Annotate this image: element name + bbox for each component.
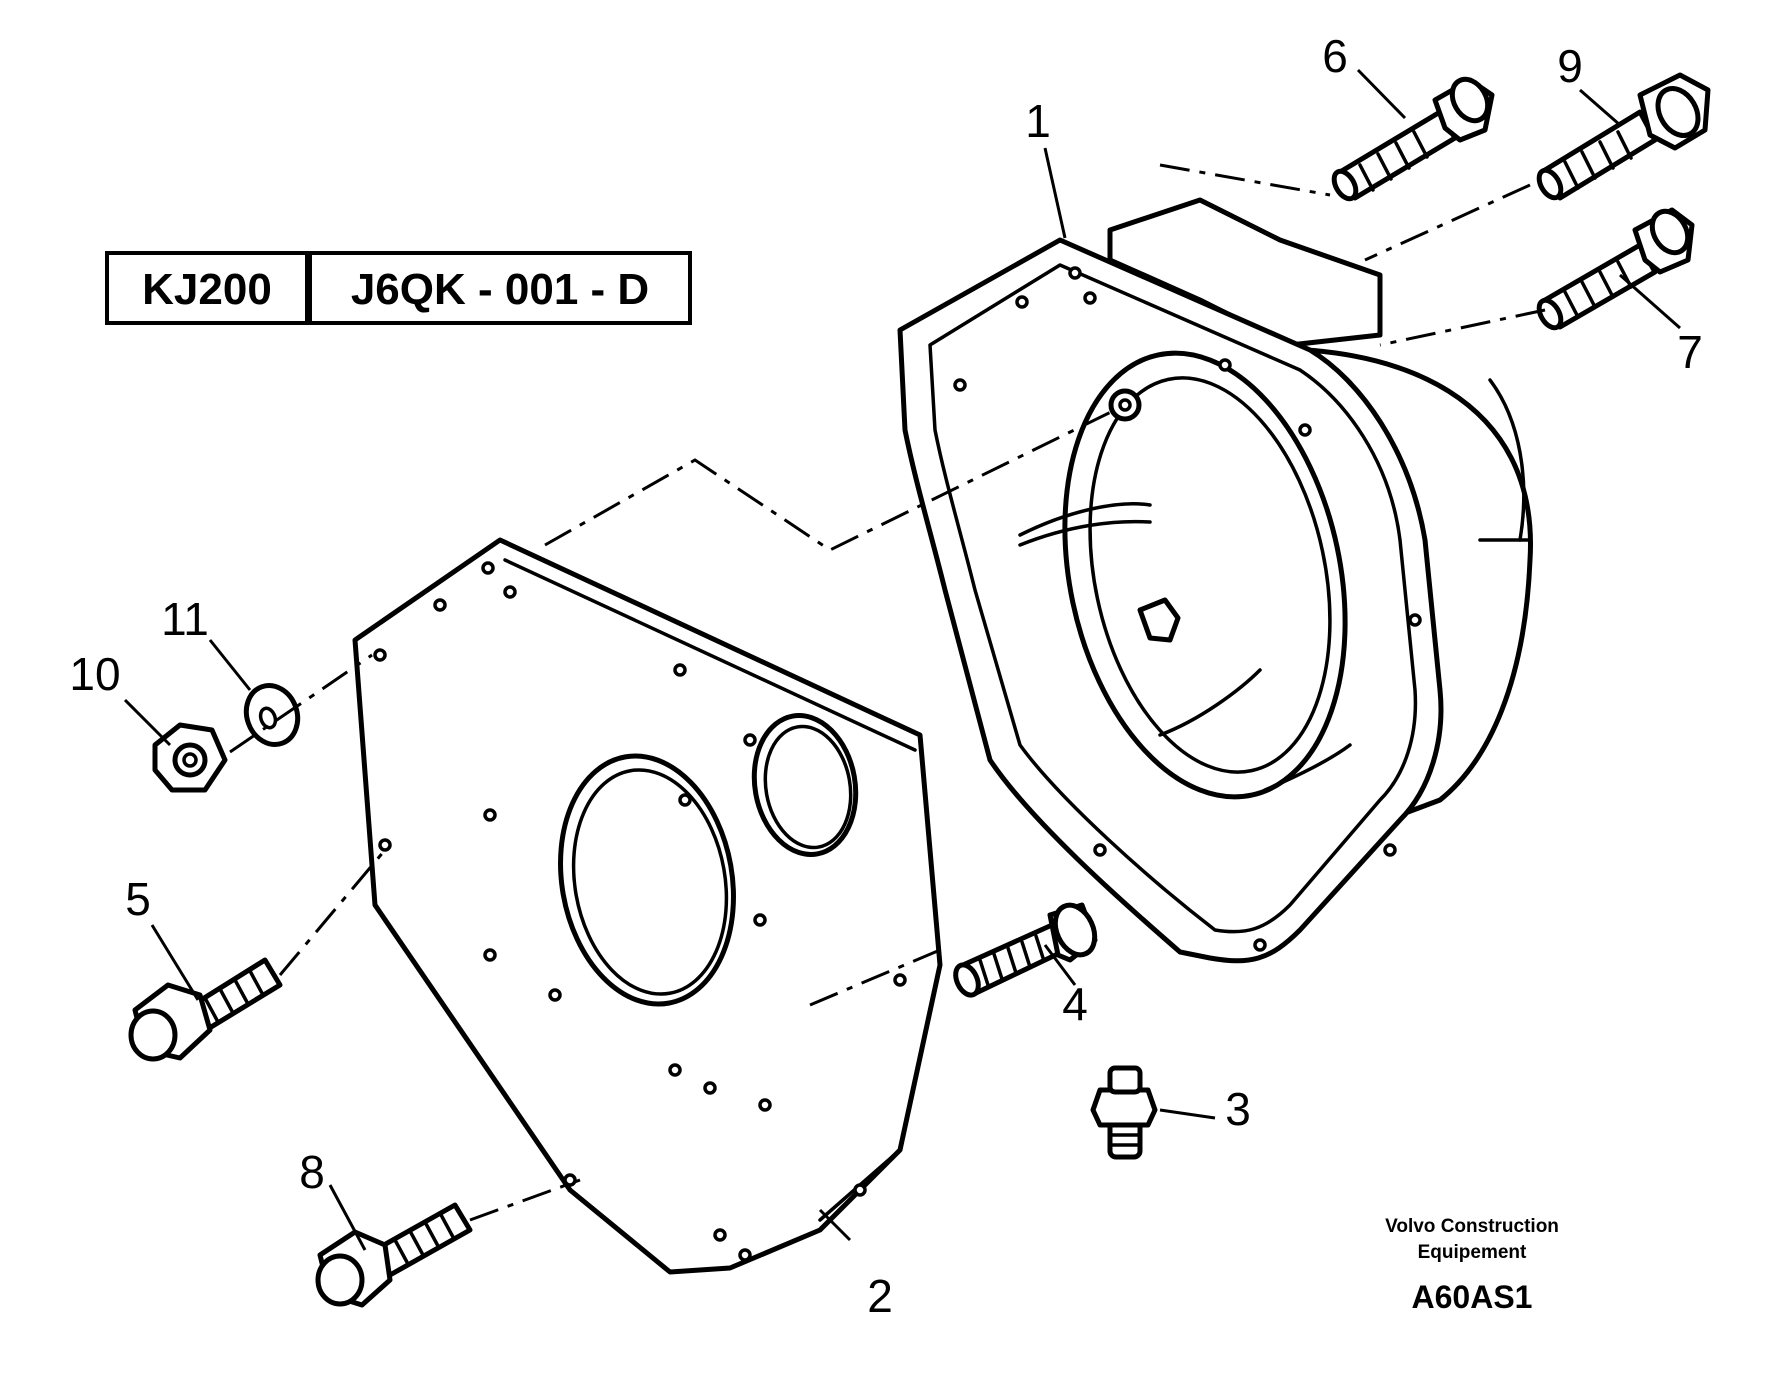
- plug: [1090, 1065, 1158, 1160]
- callout-5: 5: [125, 873, 151, 925]
- callout-11: 11: [161, 593, 209, 645]
- model-code-cell: [105, 251, 309, 325]
- drawing-code: J6QK - 001 - D: [351, 265, 649, 314]
- bolt-7: [1536, 207, 1695, 331]
- bolt-4: [953, 902, 1098, 998]
- nut-10: [152, 722, 228, 793]
- callout-10: 10: [69, 648, 120, 700]
- bolt-5: [128, 957, 283, 1062]
- callout-9: 9: [1557, 40, 1583, 92]
- leader-lines: [123, 68, 1681, 1251]
- bolt-8: [315, 1202, 473, 1308]
- company-line-2: Equipement: [1418, 1242, 1527, 1263]
- callout-4: 4: [1062, 978, 1088, 1030]
- bolt-9: [1536, 72, 1711, 201]
- figure-reference: A60AS1: [1412, 1279, 1533, 1315]
- callout-2: 2: [867, 1270, 893, 1322]
- flywheel-housing: [897, 197, 1533, 964]
- washer-11: [243, 683, 301, 747]
- drawing-code-cell: [308, 251, 692, 325]
- bolt-6: [1331, 76, 1495, 202]
- assembly-center-lines: [229, 163, 1546, 1222]
- callout-numbers: 1 2 3 4 5 6 7 8 9 10 11: [69, 30, 1702, 1322]
- callout-7: 7: [1677, 326, 1703, 378]
- code-box: KJ200 J6QK - 001 - D: [105, 251, 692, 325]
- callout-6: 6: [1322, 30, 1348, 82]
- model-code: KJ200: [142, 265, 272, 314]
- adapter-plate: [352, 537, 943, 1275]
- callout-1: 1: [1025, 95, 1051, 147]
- company-line-1: Volvo Construction: [1385, 1216, 1559, 1237]
- footer: Volvo Construction Equipement A60AS1: [1385, 1216, 1559, 1315]
- callout-3: 3: [1225, 1083, 1251, 1135]
- callout-8: 8: [299, 1146, 325, 1198]
